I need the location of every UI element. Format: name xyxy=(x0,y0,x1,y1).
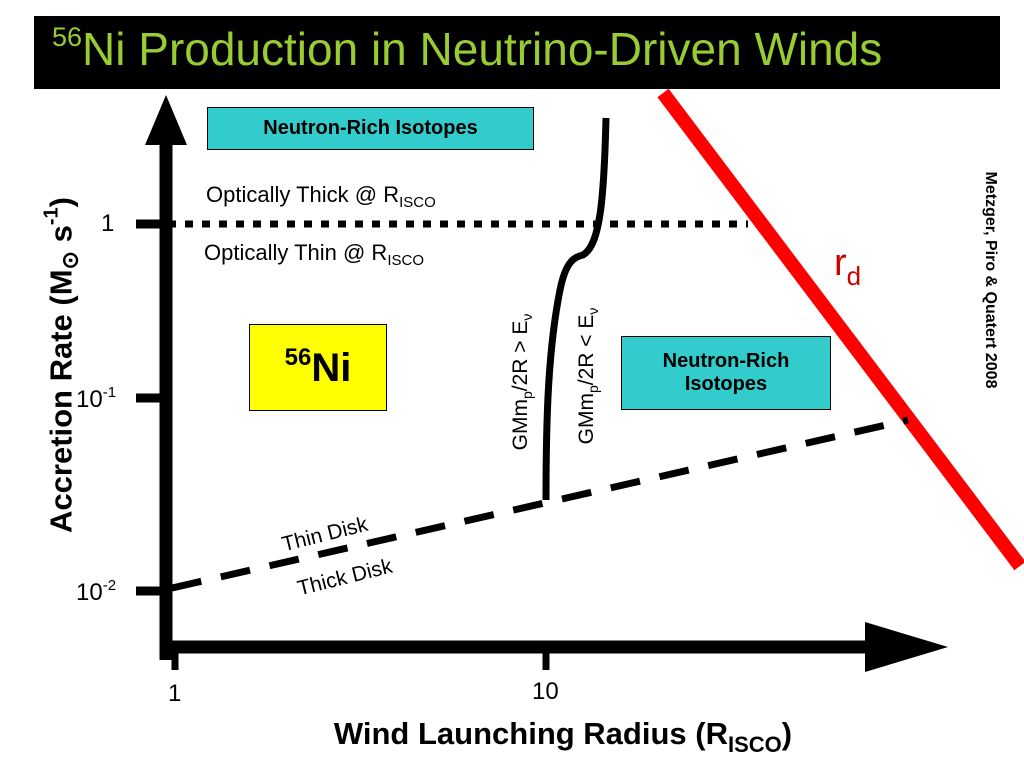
rd-label: rd xyxy=(834,242,862,291)
slide-title: 56Ni Production in Neutrino-Driven Winds xyxy=(52,22,882,76)
optically-thin-label: Optically Thin @ RISCO xyxy=(204,240,425,269)
neutron-rich-right-line1: Neutron-Rich xyxy=(662,350,790,372)
title-bar xyxy=(34,16,1000,89)
x-tick-label-1: 1 xyxy=(168,680,182,707)
gm-greater-label: GMmp/2R > Eν xyxy=(509,313,535,451)
neutron-rich-right-box: Neutron-Rich Isotopes xyxy=(621,336,831,410)
x-axis-arrowhead xyxy=(865,622,948,672)
disk-boundary xyxy=(171,416,909,592)
neutron-rich-right-line2: Isotopes xyxy=(684,373,768,395)
rd-line xyxy=(657,88,1024,571)
ni56-box: 56Ni xyxy=(249,324,387,411)
ni56-text: Ni xyxy=(311,346,352,390)
x-axis-label: Wind Launching Radius (RISCO) xyxy=(333,716,793,757)
gm-less-label: GMmp/2R < Eν xyxy=(575,307,601,445)
y-tick-label-1: 1 xyxy=(101,210,115,237)
y-tick-label-0.01: 10-2 xyxy=(76,577,117,606)
y-tick-label-0.1: 10-1 xyxy=(76,384,117,413)
title-superscript: 56 xyxy=(52,22,83,52)
citation: Metzger, Piro & Quatert 2008 xyxy=(982,171,999,389)
neutrino-boundary-curve xyxy=(542,117,610,501)
neutron-rich-top-box: Neutron-Rich Isotopes xyxy=(207,107,534,150)
ni56-superscript: 56 xyxy=(284,344,312,371)
optically-thick-label: Optically Thick @ RISCO xyxy=(206,182,436,211)
title-text: Ni Production in Neutrino-Driven Winds xyxy=(82,23,883,75)
x-tick-label-10: 10 xyxy=(532,678,559,705)
y-axis-label: Accretion Rate (M⊙ s-1) xyxy=(40,197,83,533)
y-axis-arrowhead xyxy=(145,95,187,145)
